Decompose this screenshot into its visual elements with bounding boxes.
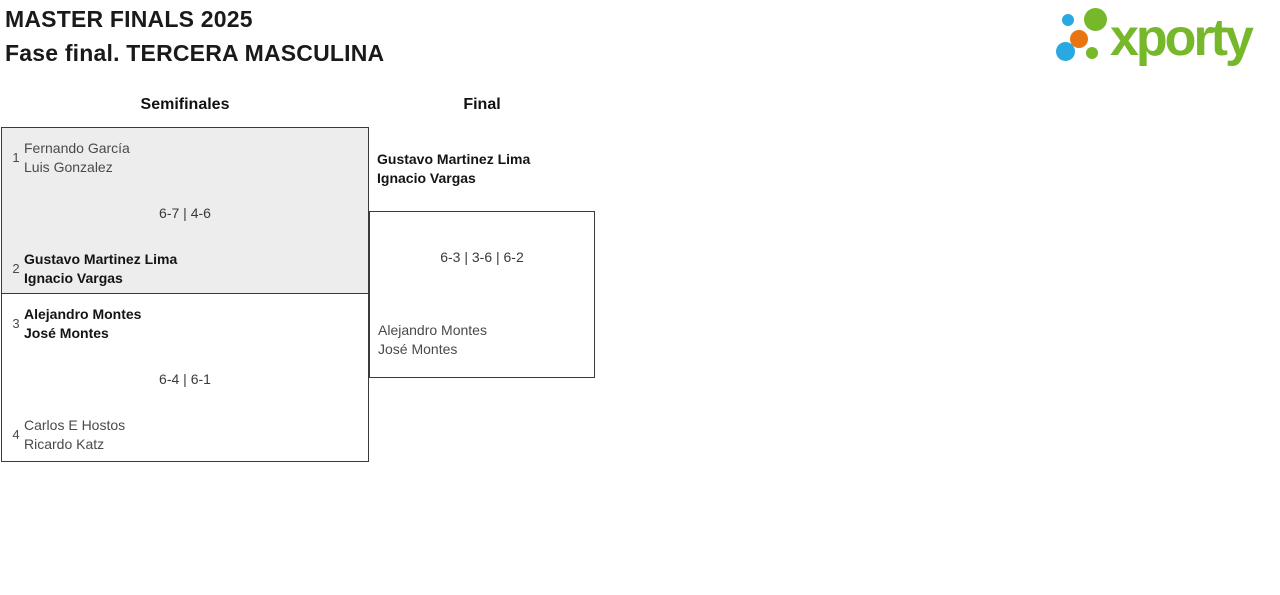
player-name: José Montes [24,325,109,341]
logo-dot-icon [1070,30,1088,48]
logo-dot-icon [1084,8,1107,31]
seed-number: 4 [12,427,20,442]
match-box-final[interactable]: 6-3 | 3-6 | 6-2 Alejandro Montes José Mo… [369,211,595,378]
player-name: Ignacio Vargas [377,170,476,186]
logo-dot-icon [1056,42,1075,61]
player-name: José Montes [378,341,458,357]
player-name: Alejandro Montes [24,306,142,322]
team-names: Carlos E Hostos Ricardo Katz [24,416,125,454]
page-title: MASTER FINALS 2025 Fase final. TERCERA M… [5,2,384,70]
player-name: Gustavo Martinez Lima [377,151,531,167]
player-name: Ignacio Vargas [24,270,123,286]
round-header-semifinales: Semifinales [140,96,230,113]
player-name: Ricardo Katz [24,436,105,452]
match-score: 6-7 | 4-6 [159,205,211,221]
team-names: Fernando García Luis Gonzalez [24,139,130,177]
logo-dot-icon [1062,14,1074,26]
team-names: Alejandro Montes José Montes [24,305,141,343]
match-box-semifinal-1[interactable]: 1 Fernando García Luis Gonzalez 6-7 | 4-… [1,127,369,294]
final-winner-team: Gustavo Martinez Lima Ignacio Vargas [377,150,530,188]
team-names: Gustavo Martinez Lima Ignacio Vargas [24,250,177,288]
team-names: Alejandro Montes José Montes [378,321,487,359]
xporty-logo[interactable]: xporty [1050,0,1280,75]
player-name: Fernando García [24,140,130,156]
seed-number: 1 [12,150,20,165]
title-line-2: Fase final. TERCERA MASCULINA [5,40,385,66]
title-line-1: MASTER FINALS 2025 [5,6,253,32]
seed-number: 2 [12,261,20,276]
seed-number: 3 [12,316,20,331]
player-name: Luis Gonzalez [24,159,113,175]
match-box-semifinal-2[interactable]: 3 Alejandro Montes José Montes 6-4 | 6-1… [1,293,369,462]
round-header-final: Final [463,96,501,113]
match-score: 6-3 | 3-6 | 6-2 [440,249,524,265]
logo-wordmark: xporty [1110,9,1254,67]
logo-dot-icon [1086,47,1098,59]
player-name: Carlos E Hostos [24,417,126,433]
player-name: Gustavo Martinez Lima [24,251,178,267]
player-name: Alejandro Montes [378,322,487,338]
match-score: 6-4 | 6-1 [159,371,211,387]
